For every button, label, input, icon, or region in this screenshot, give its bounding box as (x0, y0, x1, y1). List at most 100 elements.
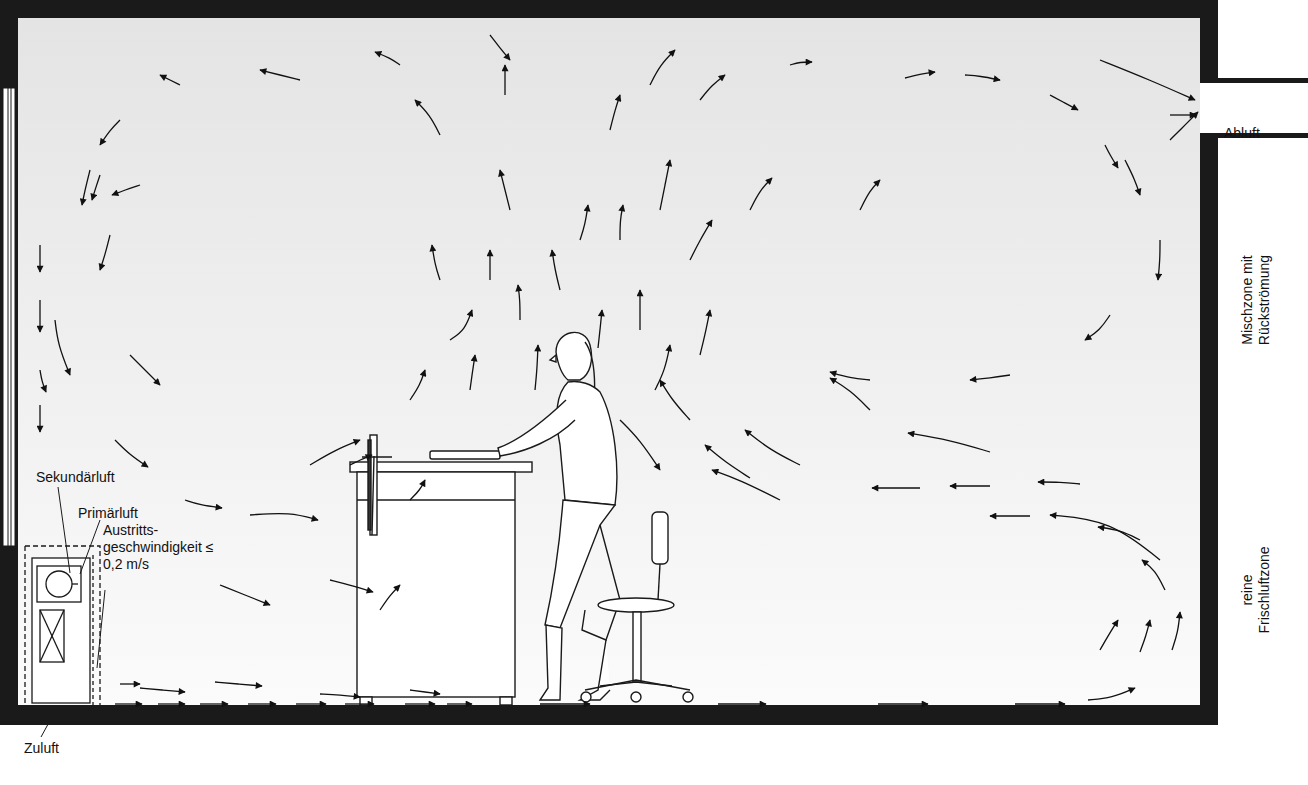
flow-arrow (115, 703, 142, 704)
flow-arrow (712, 470, 780, 500)
flow-arrow (660, 380, 690, 420)
exhaust-label: Abluft (1224, 125, 1294, 142)
flow-arrow (1098, 527, 1140, 540)
flow-arrow (1105, 145, 1118, 168)
flow-arrow (185, 500, 222, 508)
flow-arrow (410, 480, 425, 500)
flow-arrow (380, 585, 400, 610)
flow-arrow (990, 515, 1030, 516)
flow-arrow (345, 703, 374, 704)
flow-arrow (1085, 315, 1110, 340)
flow-arrow (690, 220, 712, 260)
flow-arrow (410, 690, 440, 694)
zone-label: reine Frischluftzone (1239, 530, 1273, 650)
flow-arrow (310, 440, 360, 465)
flow-arrow (432, 245, 440, 280)
flow-arrow (215, 682, 262, 686)
flow-arrow (350, 455, 372, 465)
desk (350, 435, 532, 705)
flow-arrow (872, 487, 920, 488)
flow-arrow (39, 300, 40, 332)
flow-arrow (489, 250, 490, 280)
flow-arrow (650, 50, 675, 85)
flow-arrow (705, 445, 750, 478)
flow-arrow (40, 370, 46, 392)
flow-arrow (1038, 482, 1080, 484)
flow-arrow (830, 372, 870, 380)
flow-arrow (700, 310, 710, 355)
flow-arrow (250, 514, 318, 520)
flow-arrow (410, 370, 425, 400)
air-flow-arrows (40, 35, 1198, 704)
window (3, 88, 15, 546)
flow-arrow (490, 35, 510, 60)
flow-arrow (750, 178, 772, 210)
flow-arrow (1050, 95, 1078, 110)
flow-arrow (260, 70, 300, 80)
flow-arrow (470, 355, 475, 390)
flow-arrow (518, 285, 520, 320)
flow-arrow (620, 420, 660, 470)
flow-arrow (160, 75, 180, 85)
flow-arrow (540, 703, 590, 704)
flow-arrow (92, 175, 100, 200)
air-label: Sekundärluft (36, 469, 146, 486)
flow-arrow (655, 345, 670, 390)
flow-arrow (1142, 560, 1165, 590)
flow-arrow (1170, 114, 1196, 115)
flow-arrow (908, 433, 990, 452)
air-label: Primärluft (78, 505, 178, 522)
room-air (18, 18, 1200, 705)
flow-arrow (718, 703, 766, 704)
flow-arrow (1140, 620, 1150, 652)
flow-arrow (1088, 688, 1135, 700)
flow-arrow (1172, 612, 1180, 650)
zone-label: Mischzone mit Rückströmung (1239, 240, 1273, 360)
flow-arrow (745, 430, 800, 465)
leader-lines (41, 487, 105, 737)
flow-arrow (375, 52, 400, 65)
velocity-note: Austritts- geschwindigkeit ≤ 0,2 m/s (103, 522, 221, 573)
flow-arrow (330, 580, 373, 592)
flow-arrow (535, 345, 538, 390)
flow-arrow (580, 205, 588, 240)
walls (0, 0, 1308, 725)
flow-arrow (320, 694, 360, 697)
flow-arrow (790, 62, 812, 65)
flow-arrow (200, 703, 228, 704)
flow-arrow (1015, 703, 1065, 704)
flow-arrow (130, 355, 160, 385)
flow-arrow (598, 310, 602, 348)
flow-arrow (112, 185, 140, 195)
flow-arrow (296, 703, 326, 704)
flow-arrow (500, 170, 510, 210)
flow-arrow (639, 290, 640, 330)
flow-arrow (115, 440, 148, 467)
flow-arrow (82, 170, 90, 205)
flow-arrow (140, 688, 185, 692)
flow-arrow (830, 378, 870, 410)
flow-arrow (120, 683, 140, 684)
office-chair (581, 512, 693, 702)
flow-arrow (620, 205, 623, 240)
flow-arrow (39, 405, 40, 432)
flow-arrow (970, 375, 1010, 380)
flow-arrow (1125, 160, 1140, 195)
flow-arrow (158, 703, 185, 704)
flow-arrow (447, 703, 472, 704)
flow-arrow (965, 75, 1000, 80)
flow-arrow (610, 95, 620, 130)
flow-arrow (1100, 60, 1195, 100)
flow-arrow (950, 485, 990, 486)
flow-arrow (1100, 620, 1118, 650)
flow-arrow (660, 160, 670, 210)
flow-arrow (504, 65, 505, 95)
flow-arrow (860, 180, 880, 210)
flow-arrow (905, 72, 935, 78)
flow-arrow (1050, 515, 1160, 560)
flow-arrow (100, 235, 110, 270)
flow-arrow (405, 703, 435, 704)
supply-label: Zuluft (24, 740, 94, 757)
